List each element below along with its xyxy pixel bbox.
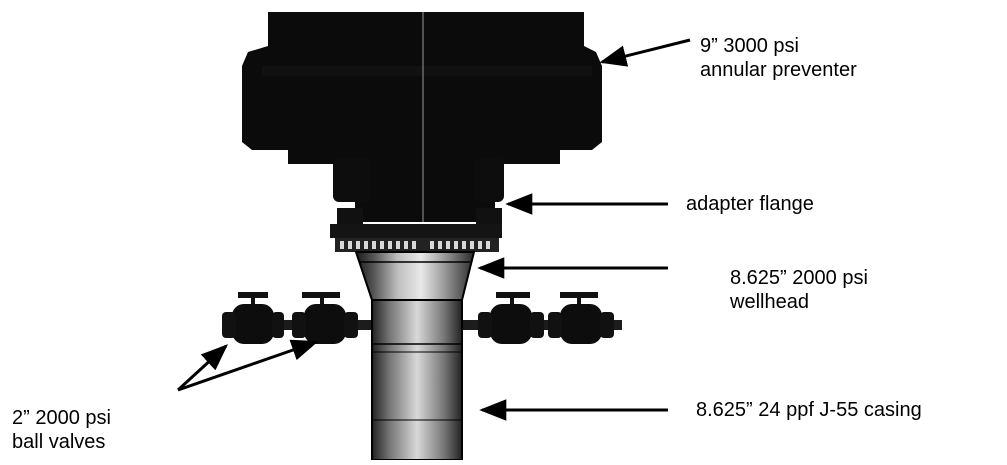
- label-annular-preventer: 9” 3000 psi annular preventer: [700, 34, 857, 82]
- callout-arrows: [176, 38, 691, 421]
- label-wellhead-line2: wellhead: [730, 291, 809, 313]
- flange-bolts: [340, 241, 490, 249]
- label-ball-valves-line2: ball valves: [12, 431, 106, 453]
- casing: [371, 299, 463, 461]
- label-ball-valves-line1: 2” 2000 psi: [12, 407, 111, 429]
- label-annular-preventer-line1: 9” 3000 psi: [700, 35, 799, 57]
- ball-valve-left-1: [222, 292, 284, 344]
- label-adapter-flange: adapter flange: [686, 193, 814, 215]
- label-ball-valves: 2” 2000 psi ball valves: [12, 406, 111, 454]
- wellhead: [354, 251, 476, 301]
- label-annular-preventer-line2: annular preventer: [700, 59, 857, 81]
- label-wellhead: 8.625” 2000 psi wellhead: [730, 266, 868, 314]
- ball-valve-right-2: [548, 292, 614, 344]
- annular-preventer: [242, 12, 602, 164]
- ball-valve-right-1: [478, 292, 544, 344]
- ball-valve-left-2: [292, 292, 358, 344]
- label-wellhead-line1: 8.625” 2000 psi: [730, 267, 868, 289]
- arrow-ball-valve-2: [177, 339, 319, 392]
- label-casing: 8.625” 24 ppf J-55 casing: [696, 399, 922, 421]
- adapter-flange: [330, 158, 504, 252]
- arrow-ball-valve-1: [176, 344, 228, 392]
- arrow-annular-preventer: [599, 38, 691, 67]
